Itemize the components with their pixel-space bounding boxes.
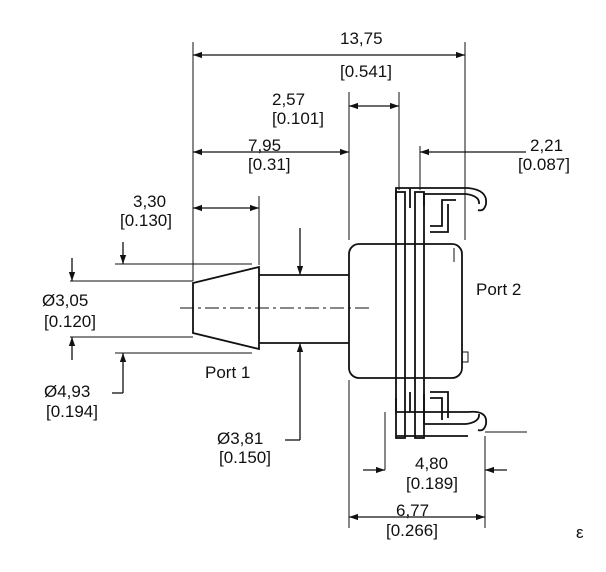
dim-barb-tip-dia-inch: [0.120]: [44, 312, 96, 331]
dim-overall-inch: [0.541]: [340, 62, 392, 81]
dim-port2-offset-mm: 2,21: [530, 136, 563, 155]
dim-overall-mm: 13,75: [340, 29, 383, 48]
flange-plate-left: [395, 191, 406, 439]
dim-barb-tip-dia-mm: Ø3,05: [42, 291, 88, 310]
dim-barb-base-dia-inch: [0.194]: [46, 402, 98, 421]
tube: [259, 274, 349, 344]
dim-port2-offset-inch: [0.087]: [518, 155, 570, 174]
dim-body-width-mm: 6,77: [396, 501, 429, 520]
clip-top: [395, 187, 488, 233]
dim-body-offset-inch: [0.101]: [272, 109, 324, 128]
dim-clip-width-mm: 4,80: [415, 454, 448, 473]
port1-label: Port 1: [205, 363, 250, 382]
dim-clip-width-inch: [0.189]: [406, 474, 458, 493]
port2-label: Port 2: [476, 280, 521, 299]
dimension-lines: [68, 51, 526, 521]
flange-plate-right: [414, 191, 425, 439]
dim-barb-base-dia-mm: Ø4,93: [44, 382, 90, 401]
part-outline: [180, 187, 488, 439]
dim-barb-length-inch: [0.130]: [120, 211, 172, 230]
dim-body-offset-mm: 2,57: [272, 90, 305, 109]
dim-tube-length-mm: 7,95: [248, 136, 281, 155]
barb-cone: [192, 265, 260, 351]
dim-barb-length-mm: 3,30: [133, 192, 166, 211]
dim-tube-dia-mm: Ø3,81: [217, 429, 263, 448]
clip-bottom: [395, 391, 488, 437]
dimension-texts: 13,75 [0.541] 2,57 [0.101] 7,95 [0.31] 2…: [42, 29, 570, 540]
corner-mark: ε: [576, 523, 584, 542]
dim-body-width-inch: [0.266]: [386, 521, 438, 540]
extension-lines: [70, 42, 527, 528]
body-wall: [348, 248, 469, 363]
dim-tube-dia-inch: [0.150]: [219, 448, 271, 467]
port-labels: Port 1 Port 2 ε: [205, 280, 584, 542]
dim-tube-length-inch: [0.31]: [248, 155, 291, 174]
